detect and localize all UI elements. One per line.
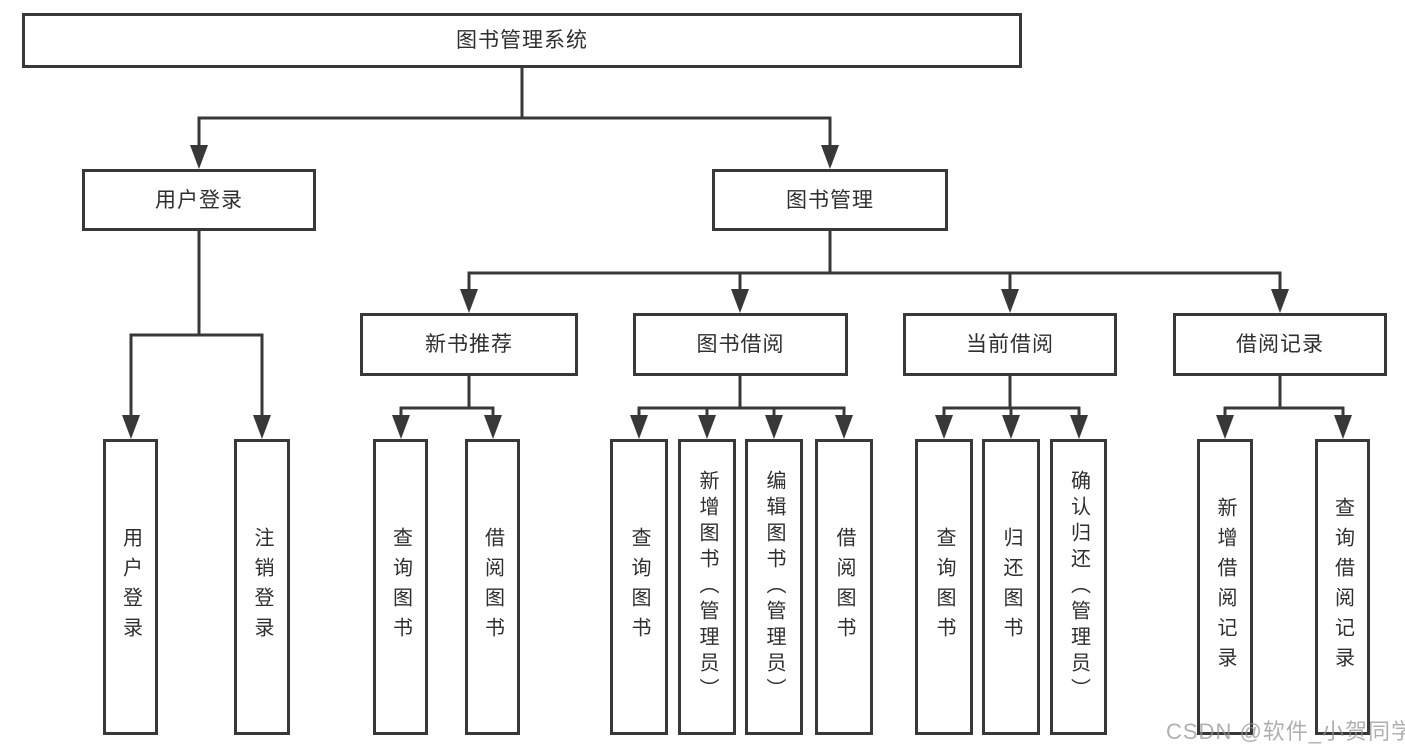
leaf-query-books-recommend: 查询图书 <box>373 439 428 735</box>
arrow-icon <box>460 289 478 313</box>
leaf-user-login: 用户登录 <box>103 439 158 735</box>
node-book-management-branch: 图书管理 <box>712 169 948 231</box>
arrow-icon <box>253 415 271 439</box>
leaf-add-borrow-record: 新增借阅记录 <box>1197 439 1253 735</box>
arrowheads <box>122 145 1352 439</box>
arrow-icon <box>1001 289 1019 313</box>
tree-edges <box>129 66 1345 419</box>
arrow-icon <box>392 415 410 439</box>
leaf-borrow-books: 借阅图书 <box>815 439 873 735</box>
arrow-icon <box>835 415 853 439</box>
node-current-borrow: 当前借阅 <box>903 313 1117 376</box>
arrow-icon <box>122 415 140 439</box>
node-borrow-records: 借阅记录 <box>1173 313 1387 376</box>
arrow-icon <box>1334 415 1352 439</box>
arrow-icon <box>731 289 749 313</box>
node-user-login-branch: 用户登录 <box>82 169 316 231</box>
leaf-return-books: 归还图书 <box>982 439 1040 735</box>
leaf-query-books-borrow: 查询图书 <box>610 439 668 735</box>
arrow-icon <box>765 415 783 439</box>
leaf-query-books-current: 查询图书 <box>915 439 973 735</box>
arrow-icon <box>1070 415 1088 439</box>
leaf-edit-books-admin: 编辑图书（管理员） <box>745 439 803 735</box>
node-new-book-recommend: 新书推荐 <box>360 313 578 376</box>
arrow-icon <box>630 415 648 439</box>
leaf-borrow-books-recommend: 借阅图书 <box>465 439 520 735</box>
leaf-query-borrow-record: 查询借阅记录 <box>1315 439 1370 735</box>
node-root-system: 图书管理系统 <box>22 13 1022 68</box>
node-book-borrow: 图书借阅 <box>633 313 848 376</box>
arrow-icon <box>1271 289 1289 313</box>
leaf-add-books-admin: 新增图书（管理员） <box>678 439 736 735</box>
arrow-icon <box>484 415 502 439</box>
arrow-icon <box>698 415 716 439</box>
arrow-icon <box>1002 415 1020 439</box>
leaf-logout: 注销登录 <box>234 439 290 735</box>
arrow-icon <box>935 415 953 439</box>
csdn-watermark: CSDN @软件_小贺同学 <box>1166 719 1405 744</box>
leaf-confirm-return-admin: 确认归还（管理员） <box>1050 439 1107 735</box>
arrow-icon <box>1216 415 1234 439</box>
arrow-icon <box>190 145 208 169</box>
arrow-icon <box>821 145 839 169</box>
